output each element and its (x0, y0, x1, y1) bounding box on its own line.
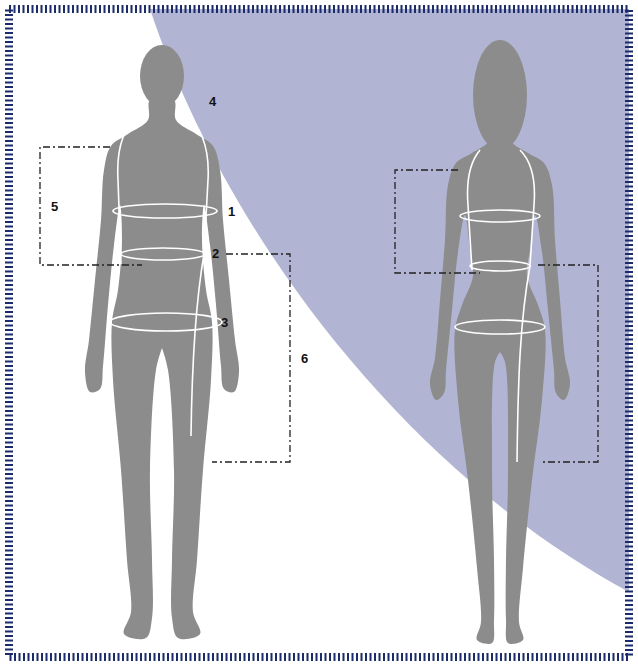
silhouettes (85, 40, 570, 644)
callout-number: 2 (212, 247, 219, 260)
bracket-5 (40, 147, 142, 265)
hip-ring (110, 313, 222, 331)
man-head (140, 45, 184, 107)
callout-number: 5 (51, 200, 58, 213)
chest-ring (113, 204, 217, 218)
measure-lines (110, 112, 545, 462)
callout-number: 1 (228, 205, 235, 218)
hip-ring (455, 320, 545, 334)
bracket (538, 265, 598, 462)
tick-border (9, 9, 629, 657)
callout-number: 6 (301, 352, 308, 365)
back-line (118, 112, 142, 264)
brackets (40, 147, 598, 462)
side-line (184, 112, 208, 436)
bracket-6 (212, 254, 290, 462)
side-line (517, 150, 534, 462)
callout-number: 3 (221, 316, 228, 329)
back-line (468, 150, 481, 270)
bracket (395, 170, 480, 273)
waist-ring (121, 248, 205, 260)
chest-ring (460, 210, 540, 222)
callout-number: 4 (209, 95, 216, 108)
woman-head (480, 49, 520, 103)
waist-ring (470, 261, 530, 271)
man-silhouette (85, 97, 239, 639)
woman-silhouette (430, 110, 570, 644)
